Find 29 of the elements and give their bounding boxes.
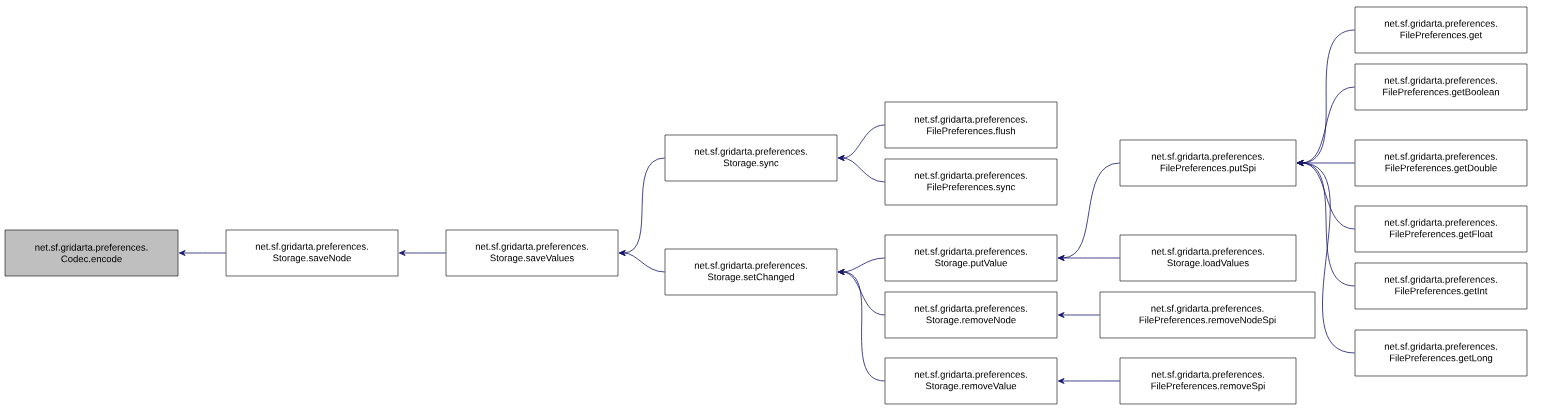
- function-box: net.sf.gridarta.preferences. Storage.removeValue: [884, 357, 1058, 405]
- function-box: net.sf.gridarta.preferences. FilePreferences.putSpi: [1119, 139, 1297, 187]
- function-box: net.sf.gridarta.preferences. FilePreferences.removeSpi: [1119, 357, 1297, 405]
- arrow: [1296, 160, 1356, 354]
- function-box: net.sf.gridarta.preferences. Storage.loadValues: [1119, 234, 1297, 282]
- arrow: [178, 250, 227, 256]
- function-box: net.sf.gridarta.preferences. FilePreferences.removeNodeSpi: [1099, 291, 1316, 339]
- arrow: [837, 269, 886, 382]
- arrow: [1057, 312, 1101, 318]
- function-box: net.sf.gridarta.preferences. FilePreferences.getLong: [1354, 329, 1528, 377]
- function-box: net.sf.gridarta.preferences. FilePreferences.sync: [884, 158, 1058, 206]
- arrow: [1057, 378, 1121, 384]
- arrow: [618, 250, 666, 273]
- function-box: net.sf.gridarta.preferences. Storage.setChanged: [664, 248, 838, 296]
- function-box: net.sf.gridarta.preferences. Codec.encode: [4, 229, 179, 277]
- function-box: net.sf.gridarta.preferences. Storage.removeNode: [884, 291, 1058, 339]
- function-box: net.sf.gridarta.preferences. FilePreferences.getDouble: [1354, 139, 1528, 187]
- function-box: net.sf.gridarta.preferences. Storage.saveValues: [445, 229, 619, 277]
- arrow: [398, 250, 447, 256]
- function-box: net.sf.gridarta.preferences. Storage.putValue: [884, 234, 1058, 282]
- function-box: net.sf.gridarta.preferences. FilePreferences.getInt: [1354, 262, 1528, 310]
- arrow: [1057, 255, 1121, 261]
- function-box: net.sf.gridarta.preferences. Storage.saveNode: [225, 229, 399, 277]
- function-box: net.sf.gridarta.preferences. FilePreferences.flush: [884, 101, 1058, 149]
- function-box: net.sf.gridarta.preferences. Storage.sync: [664, 134, 838, 182]
- arrow: [837, 155, 886, 183]
- function-box: net.sf.gridarta.preferences. FilePreferences.getFloat: [1354, 205, 1528, 253]
- function-box: net.sf.gridarta.preferences. FilePreferences.get: [1354, 6, 1528, 54]
- function-box: net.sf.gridarta.preferences. FilePreferences.getBoolean: [1354, 63, 1528, 111]
